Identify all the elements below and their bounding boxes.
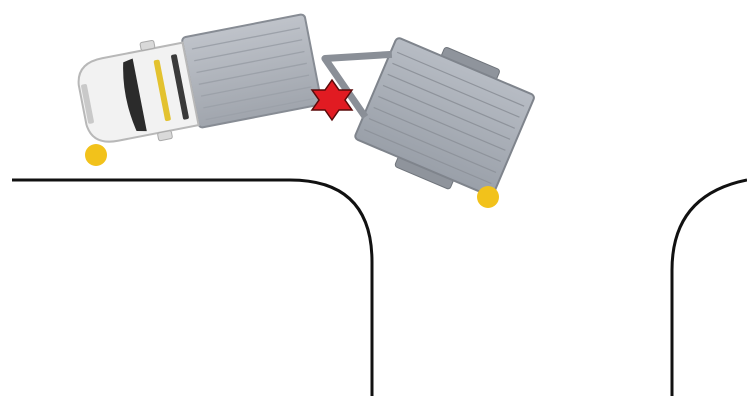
road-edge-right <box>670 178 747 396</box>
truck-mirror-bottom <box>157 130 173 142</box>
trailer-deck-slats <box>364 51 525 185</box>
trailer-deck <box>354 37 535 197</box>
truck-mirror-top <box>139 39 156 51</box>
truck-grille <box>81 84 94 124</box>
trailer <box>321 37 535 197</box>
collision-star-icon <box>310 78 354 122</box>
pivot-dot-truck <box>85 144 107 166</box>
pivot-dot-trailer <box>477 186 499 208</box>
truck-rear-window <box>171 54 189 120</box>
pickup-truck <box>77 13 323 143</box>
truck-roof-stripe <box>153 59 171 122</box>
truck-bed-ribs <box>191 27 314 121</box>
road-edge-left <box>12 178 374 396</box>
truck-windshield <box>123 58 147 132</box>
trailer-tongue <box>321 50 393 119</box>
